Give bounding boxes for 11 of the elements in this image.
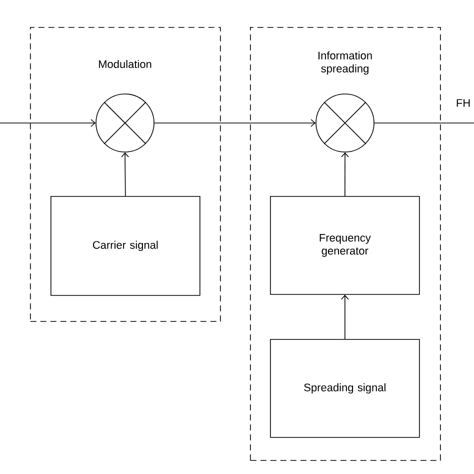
arrow <box>121 152 129 196</box>
process-box: Spreading signal <box>270 339 420 438</box>
multiplier-circle <box>96 94 154 152</box>
signal-label: FH <box>456 99 470 107</box>
arrow <box>341 152 349 196</box>
multiplier-circle <box>316 94 374 152</box>
arrow <box>341 294 349 340</box>
arrow <box>0 119 96 127</box>
process-box: Frequency generator <box>270 196 420 295</box>
arrow <box>154 119 316 127</box>
process-box: Carrier signal <box>50 196 200 296</box>
